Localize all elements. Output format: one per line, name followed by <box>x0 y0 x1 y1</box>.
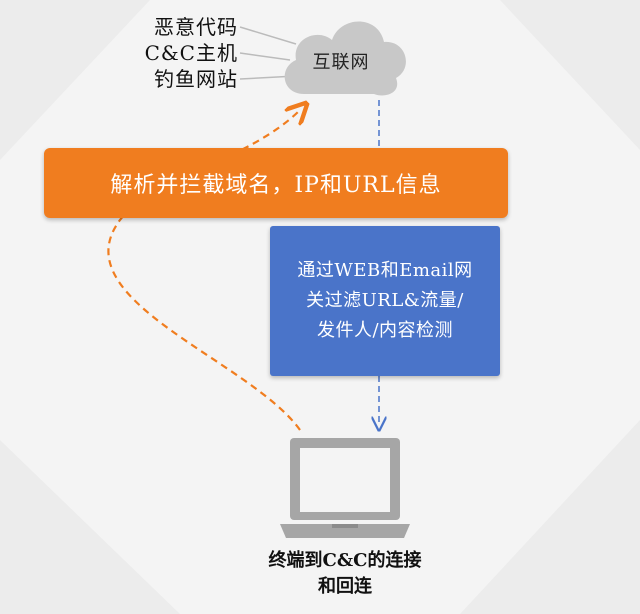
threat-link-2 <box>239 52 291 61</box>
endpoint-line-2: 和回连 <box>318 576 372 597</box>
laptop-icon <box>280 438 410 538</box>
dns-filter-banner: 解析并拦截域名，IP和URL信息 <box>44 148 508 218</box>
endpoint-line-1: 终端到C&C的连接 <box>268 550 422 571</box>
threat-malware-label: 恶意代码 <box>154 15 238 39</box>
gateway-line-2: 关过滤URL&流量/ <box>306 290 464 311</box>
gateway-line-1: 通过WEB和Email网 <box>297 260 473 281</box>
gateway-line-3: 发件人/内容检测 <box>316 320 454 341</box>
endpoint-label: 终端到C&C的连接 和回连 <box>230 548 460 600</box>
internet-label: 互联网 <box>312 52 370 73</box>
gateway-box: 通过WEB和Email网 关过滤URL&流量/ 发件人/内容检测 <box>270 226 500 376</box>
threat-phishing-label: 钓鱼网站 <box>154 67 238 91</box>
threat-cc-host-label: C&C主机 <box>144 41 238 65</box>
internet-cloud-icon <box>284 21 406 96</box>
dns-filter-text: 解析并拦截域名，IP和URL信息 <box>110 173 442 198</box>
threat-list: 恶意代码 C&C主机 钓鱼网站 <box>128 14 238 92</box>
threat-link-1 <box>239 26 297 45</box>
callback-arrow <box>107 110 300 431</box>
